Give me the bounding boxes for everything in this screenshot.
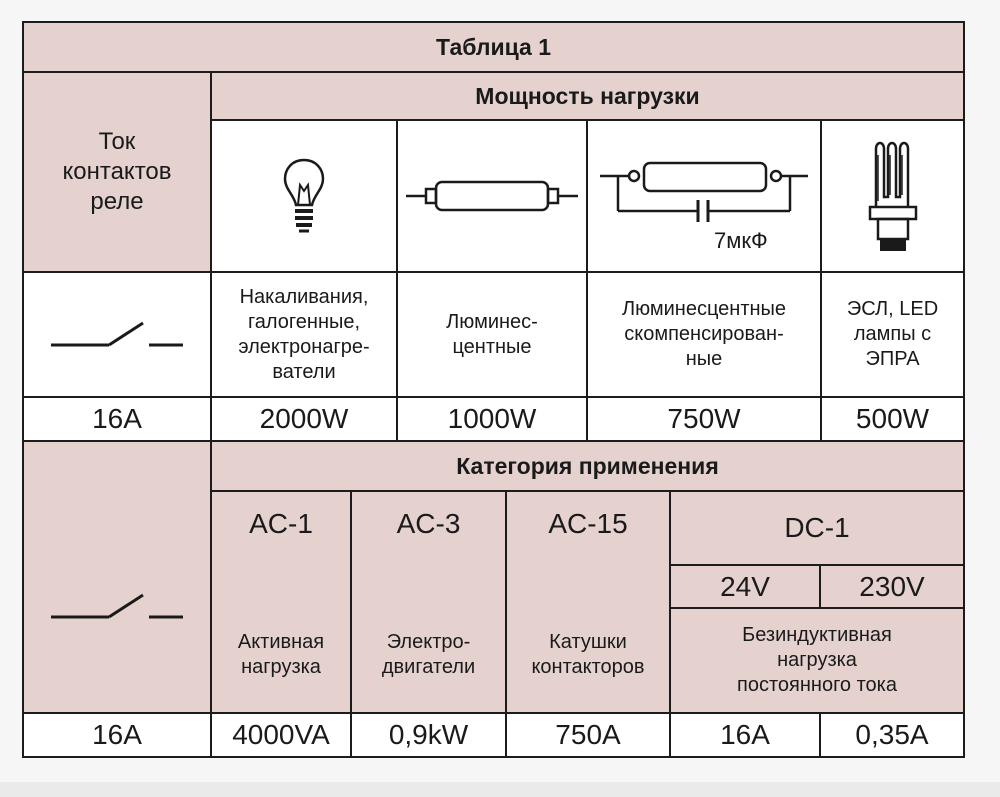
- open-contact-symbol-icon: [24, 271, 210, 396]
- label-line: электронагре-: [238, 335, 370, 358]
- compensated-tube-icon: 7мкФ: [586, 119, 820, 271]
- category-header: Категория применения: [210, 440, 963, 490]
- label-line: скомпенсирован-: [624, 323, 784, 345]
- current-header: Ток контактов реле: [24, 71, 210, 271]
- label-line: галогенные,: [247, 310, 361, 333]
- category-value: 750A: [505, 712, 669, 756]
- label-line: нагрузка: [777, 649, 857, 671]
- label-line: ватели: [272, 360, 336, 383]
- relay-current-value: 16A: [24, 712, 210, 756]
- label-line: ные: [685, 348, 723, 370]
- category-label: Электро- двигатели: [350, 586, 505, 712]
- power-value: 500W: [820, 396, 963, 440]
- label-line: лампы с: [853, 323, 932, 345]
- incandescent-bulb-icon: [210, 119, 396, 271]
- dc-voltage: 230V: [819, 564, 963, 607]
- dc-voltage: 24V: [669, 564, 819, 607]
- fluorescent-tube-icon: [396, 119, 586, 271]
- table-title: Таблица 1: [24, 23, 963, 71]
- category-code: AC-15: [505, 490, 669, 586]
- label-line: двигатели: [381, 656, 476, 678]
- relay-current-value: 16A: [24, 396, 210, 440]
- category-value: 0,35A: [819, 712, 963, 756]
- category-value: 0,9kW: [350, 712, 505, 756]
- label-line: нагрузка: [241, 656, 321, 678]
- current-header-line: контактов: [62, 158, 172, 185]
- power-value: 2000W: [210, 396, 396, 440]
- label-line: Безиндуктивная: [742, 624, 892, 646]
- category-label: Безиндуктивная нагрузка постоянного тока: [669, 607, 963, 712]
- load-label-incandescent: Накаливания, галогенные, электронагре- в…: [210, 271, 396, 396]
- label-line: ЭСЛ, LED: [846, 298, 939, 320]
- category-value: 16A: [669, 712, 819, 756]
- bottom-strip: [0, 782, 1000, 797]
- category-label: Катушки контакторов: [505, 586, 669, 712]
- category-code: AC-3: [350, 490, 505, 586]
- label-line: Электро-: [386, 631, 471, 653]
- category-label: Активная нагрузка: [210, 586, 350, 712]
- label-line: ЭПРА: [865, 348, 920, 370]
- label-line: Катушки: [549, 631, 627, 653]
- label-line: контакторов: [531, 656, 645, 678]
- current-header-line: Ток: [98, 128, 136, 155]
- load-label-cfl: ЭСЛ, LED лампы с ЭПРА: [820, 271, 963, 396]
- cfl-lamp-icon: [820, 119, 963, 271]
- relay-table: Таблица 1 Ток контактов реле Мощность на…: [22, 21, 965, 758]
- open-contact-symbol-icon: [24, 440, 210, 712]
- category-code: AC-1: [210, 490, 350, 586]
- label-line: Люминесцентные: [621, 298, 787, 320]
- load-label-compensated: Люминесцентные скомпенсирован- ные: [586, 271, 820, 396]
- power-value: 750W: [586, 396, 820, 440]
- power-header: Мощность нагрузки: [210, 71, 963, 119]
- category-code: DC-1: [669, 490, 963, 564]
- category-value: 4000VA: [210, 712, 350, 756]
- power-value: 1000W: [396, 396, 586, 440]
- current-header-line: реле: [90, 188, 144, 215]
- load-label-fluorescent: Люминес- центные: [396, 271, 586, 396]
- label-line: Накаливания,: [239, 285, 369, 308]
- label-line: Активная: [237, 631, 325, 653]
- label-line: центные: [452, 335, 532, 358]
- label-line: Люминес-: [446, 310, 538, 333]
- label-line: постоянного тока: [737, 674, 897, 696]
- capacitor-label: 7мкФ: [714, 228, 768, 253]
